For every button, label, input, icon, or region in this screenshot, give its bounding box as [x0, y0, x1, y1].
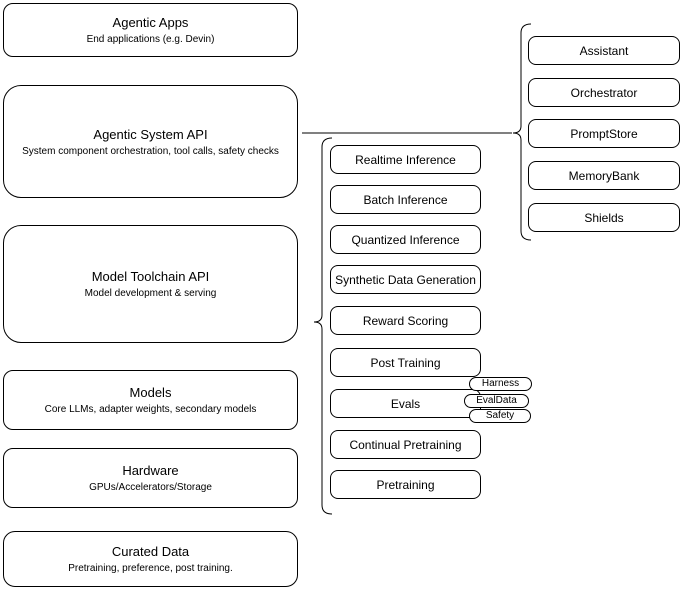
node-title: Model Toolchain API	[91, 269, 210, 284]
tag-label: EvalData	[476, 395, 517, 406]
node-title: Agentic System API	[93, 126, 208, 142]
node-batch-inference: Batch Inference	[330, 185, 481, 214]
node-synthetic-data-generation: Synthetic Data Generation	[330, 265, 481, 294]
node-title: Agentic Apps	[112, 15, 189, 30]
node-subtitle: System component orchestration, tool cal…	[22, 145, 279, 157]
node-hardware: Hardware GPUs/Accelerators/Storage	[3, 448, 298, 508]
node-label: Evals	[390, 396, 421, 411]
node-label: Post Training	[370, 355, 441, 370]
node-quantized-inference: Quantized Inference	[330, 225, 481, 254]
node-subtitle: End applications (e.g. Devin)	[86, 34, 215, 45]
node-continual-pretraining: Continual Pretraining	[330, 430, 481, 459]
node-realtime-inference: Realtime Inference	[330, 145, 481, 174]
node-label: Shields	[584, 210, 624, 225]
node-post-training: Post Training	[330, 348, 481, 377]
node-label: Reward Scoring	[362, 313, 449, 328]
node-label: Quantized Inference	[351, 232, 460, 247]
tag-label: Harness	[481, 378, 520, 389]
node-label: Pretraining	[376, 477, 435, 492]
node-agentic-system-api: Agentic System API System component orch…	[3, 85, 298, 198]
node-memorybank: MemoryBank	[528, 161, 680, 190]
node-evals: Evals	[330, 389, 481, 418]
node-promptstore: PromptStore	[528, 119, 680, 148]
node-subtitle: Pretraining, preference, post training.	[68, 563, 233, 574]
tag-label: Safety	[485, 410, 515, 421]
node-subtitle: GPUs/Accelerators/Storage	[89, 482, 212, 493]
node-agentic-apps: Agentic Apps End applications (e.g. Devi…	[3, 3, 298, 57]
tag-harness: Harness	[469, 377, 532, 391]
tag-evaldata: EvalData	[464, 394, 529, 408]
node-pretraining: Pretraining	[330, 470, 481, 499]
node-label: Assistant	[579, 43, 629, 58]
node-title: Curated Data	[111, 544, 190, 559]
node-model-toolchain-api: Model Toolchain API Model development & …	[3, 225, 298, 343]
node-curated-data: Curated Data Pretraining, preference, po…	[3, 531, 298, 587]
node-subtitle: Core LLMs, adapter weights, secondary mo…	[44, 404, 257, 415]
node-subtitle: Model development & serving	[84, 288, 217, 299]
node-label: Realtime Inference	[355, 152, 456, 167]
node-shields: Shields	[528, 203, 680, 232]
node-title: Models	[129, 385, 172, 400]
node-title: Hardware	[122, 463, 179, 478]
node-orchestrator: Orchestrator	[528, 78, 680, 107]
tag-safety: Safety	[469, 409, 531, 423]
node-label: Continual Pretraining	[349, 437, 462, 452]
node-label: Orchestrator	[570, 85, 638, 100]
node-reward-scoring: Reward Scoring	[330, 306, 481, 335]
node-label: Synthetic Data Generation	[335, 272, 476, 287]
node-models: Models Core LLMs, adapter weights, secon…	[3, 370, 298, 430]
node-label: PromptStore	[570, 126, 638, 141]
node-assistant: Assistant	[528, 36, 680, 65]
node-label: Batch Inference	[363, 192, 448, 207]
node-label: MemoryBank	[568, 168, 640, 183]
